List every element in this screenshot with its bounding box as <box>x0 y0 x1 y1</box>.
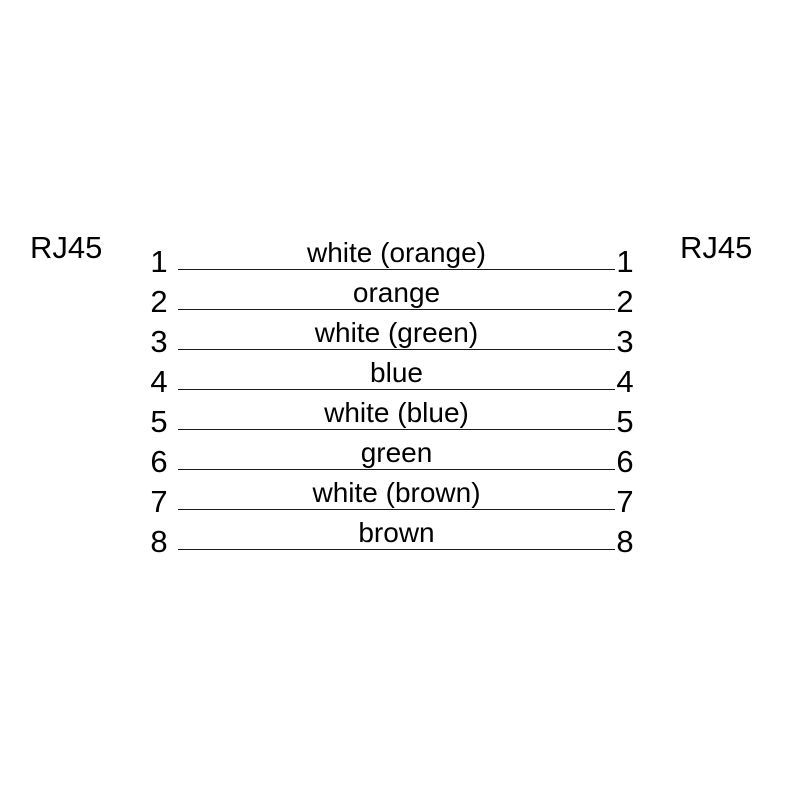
wire-line <box>178 269 615 270</box>
pin-number-left: 6 <box>150 444 168 479</box>
pin-number-right: 5 <box>616 404 634 439</box>
pin-number-right: 6 <box>616 444 634 479</box>
wire-row: 5 white (blue) 5 <box>0 390 800 438</box>
wire-line <box>178 349 615 350</box>
wire-line <box>178 309 615 310</box>
wire-line <box>178 469 615 470</box>
wire-row: 6 green 6 <box>0 430 800 478</box>
wire-color-label: blue <box>370 357 423 388</box>
wire-color-label: white (blue) <box>324 397 469 428</box>
pin-number-right: 4 <box>616 364 634 399</box>
wire-row: 7 white (brown) 7 <box>0 470 800 518</box>
wire-line <box>178 549 615 550</box>
pin-number-left: 1 <box>150 244 168 279</box>
pin-number-left: 7 <box>150 484 168 519</box>
wire-line <box>178 429 615 430</box>
wire-row: 8 brown 8 <box>0 510 800 558</box>
pin-number-left: 4 <box>150 364 168 399</box>
pin-number-right: 8 <box>616 524 634 559</box>
wire-color-label: white (green) <box>314 317 479 348</box>
pin-number-left: 2 <box>150 284 168 319</box>
wire-row: 3 white (green) 3 <box>0 310 800 358</box>
pin-number-left: 5 <box>150 404 168 439</box>
pin-number-right: 1 <box>616 244 634 279</box>
wire-line <box>178 389 615 390</box>
connector-label-right: RJ45 <box>680 230 753 265</box>
wire-color-label: green <box>360 437 433 468</box>
wire-line <box>178 509 615 510</box>
wire-color-label: white (orange) <box>307 237 486 268</box>
pin-number-right: 3 <box>616 324 634 359</box>
pin-number-right: 7 <box>616 484 634 519</box>
pin-number-left: 8 <box>150 524 168 559</box>
wire-color-label: orange <box>352 277 441 308</box>
wire-row: 1 white (orange) 1 <box>0 230 800 278</box>
pin-number-right: 2 <box>616 284 634 319</box>
wire-row: 4 blue 4 <box>0 350 800 398</box>
connector-label-left: RJ45 <box>30 230 103 265</box>
wire-color-label: brown <box>358 517 435 548</box>
wire-color-label: white (brown) <box>312 477 481 508</box>
wire-row: 2 orange 2 <box>0 270 800 318</box>
pin-number-left: 3 <box>150 324 168 359</box>
